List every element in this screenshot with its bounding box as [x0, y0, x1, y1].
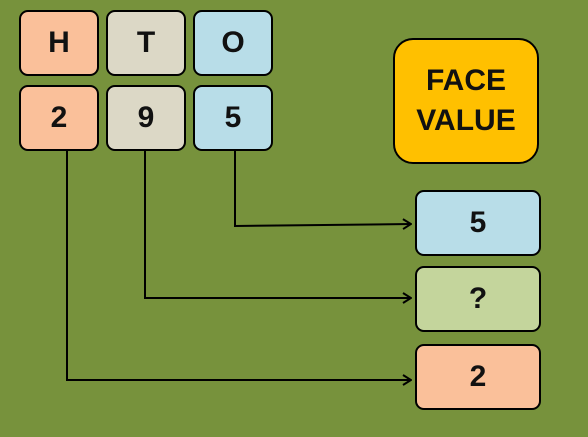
result-hundreds: 2 — [415, 344, 541, 410]
digit-tens: 9 — [106, 85, 186, 151]
result-ones: 5 — [415, 190, 541, 256]
digit-hundreds: 2 — [19, 85, 99, 151]
arrow-tens — [144, 150, 411, 298]
digit-ones: 5 — [193, 85, 273, 151]
arrow-ones — [234, 150, 411, 226]
header-hundreds: H — [19, 10, 99, 76]
face-value-title: FACE VALUE — [393, 38, 539, 164]
result-tens: ? — [415, 266, 541, 332]
header-ones: O — [193, 10, 273, 76]
header-tens: T — [106, 10, 186, 76]
title-line-2: VALUE — [416, 104, 516, 137]
title-line-1: FACE — [425, 64, 506, 97]
arrow-hundreds — [66, 150, 411, 380]
